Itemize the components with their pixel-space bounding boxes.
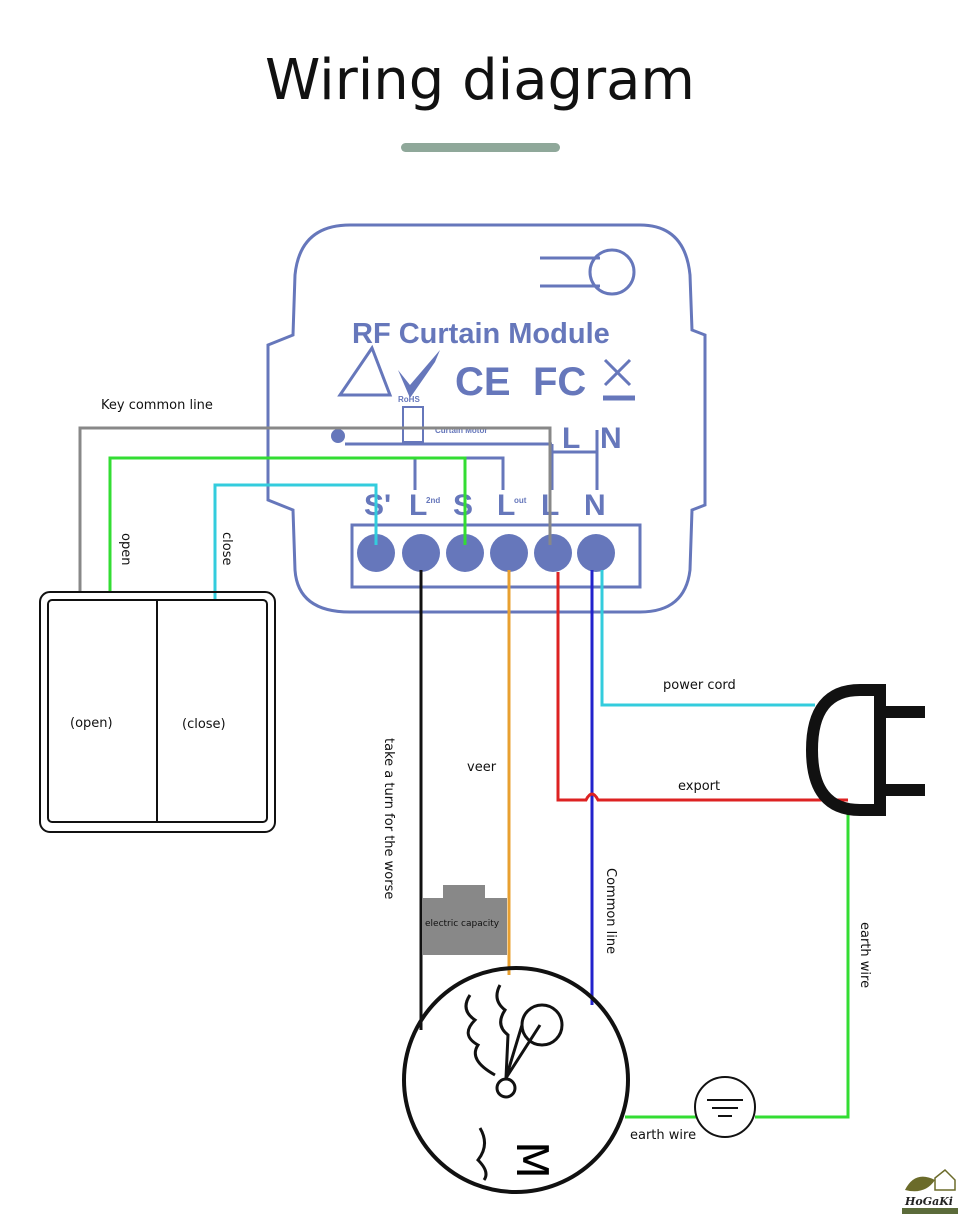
terminal-screw [490,534,528,572]
terminal-screw [402,534,440,572]
weee-bin-icon [603,358,635,401]
turn-label: take a turn for the worse [381,738,396,900]
terminal-screw [357,534,395,572]
close-label: close [219,532,234,566]
terminal-block [350,523,642,589]
rohs-label: RoHS [398,395,420,404]
capacitor [423,898,507,955]
terminal-screw [446,534,484,572]
open-wire [108,456,467,592]
common-line-label: Common line [603,868,618,955]
top-L: L [562,422,580,455]
earth-wire-bottom-label: earth wire [630,1128,697,1143]
close-wire [213,483,378,600]
terminal-screw [534,534,572,572]
key-common-wire [78,426,552,592]
power-cord-label: power cord [663,678,736,693]
export-wire [556,572,848,802]
veer-label: veer [467,760,497,775]
terminal-screw [577,534,615,572]
terminal-label: N [584,489,606,522]
motor [402,966,630,1194]
plug-icon [805,684,925,816]
terminal-sub-label: 2nd [426,496,440,505]
fc-mark: FC [533,360,586,404]
power-cord-wire [600,570,815,707]
inner-label: Curtain Motor [435,426,487,435]
capacitor-label: electric capacity [425,919,500,929]
switch-close-button[interactable]: (close) [182,717,226,732]
relay-icon [402,406,424,443]
antenna-icon [331,429,345,443]
terminal-label: S [453,489,473,522]
wall-switch[interactable] [39,591,276,833]
ce-mark: CE [455,360,511,404]
top-N: N [600,422,622,455]
earth-wire [625,805,850,1119]
svg-text:HoGaKi: HoGaKi [904,1195,953,1208]
switch-open-button[interactable]: (open) [70,716,113,731]
terminal-sub-label: out [514,496,527,505]
terminal-label: S' [364,489,391,522]
export-label: export [678,779,721,794]
open-label: open [118,533,133,566]
earth-wire-right-label: earth wire [857,922,872,989]
ground-icon [694,1076,756,1138]
module-traces [345,430,599,490]
title-underline [401,143,560,152]
capacitor-top [443,885,485,899]
key-common-label: Key common line [101,398,213,413]
terminal-label: L [497,489,515,522]
hogaki-logo: HoGaKi [902,1168,958,1214]
module-name: RF Curtain Module [352,318,610,350]
terminal-label: L [409,489,427,522]
rohs-check-icon [398,350,440,398]
motor-windings [464,984,564,1181]
motor-label: M [506,1141,557,1179]
page-title: Wiring diagram [265,48,695,113]
module-outline [266,223,707,614]
